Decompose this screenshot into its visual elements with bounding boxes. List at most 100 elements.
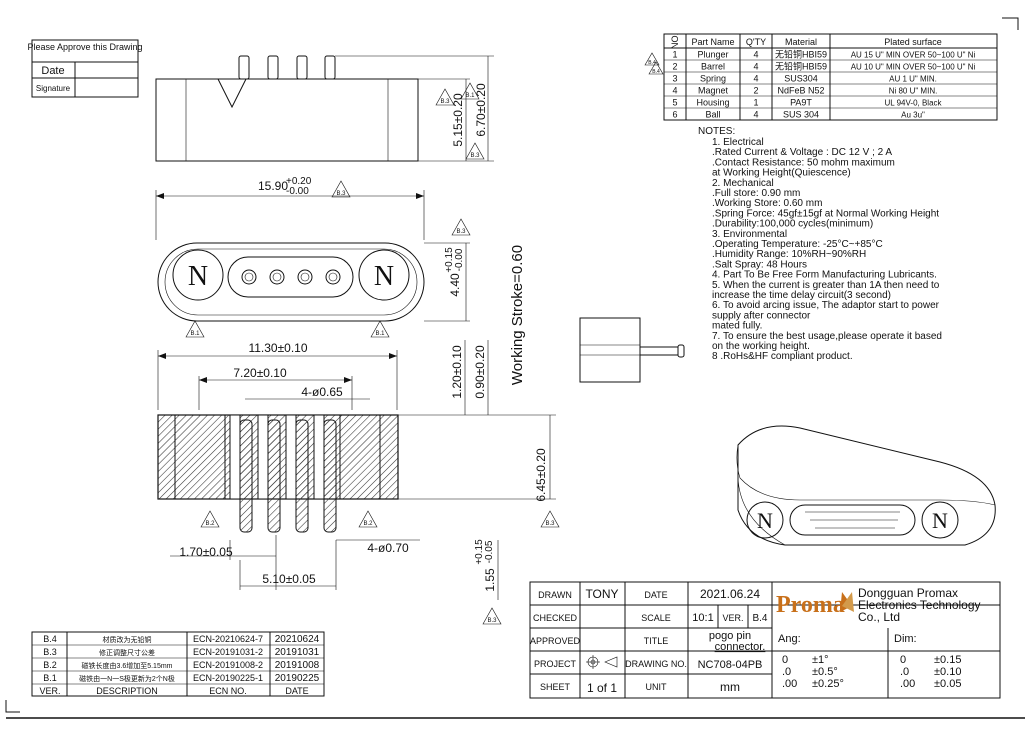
dim-4-phi-070: 4-ø0.70 — [367, 541, 409, 555]
front-view: N N 4.40 +0.15 -0.00 — [157, 242, 470, 322]
parts-rev-mark: B.4 — [644, 52, 660, 66]
parts-cell-plating: UL 94V-0, Black — [884, 99, 942, 108]
parts-cell-qty: 1 — [753, 98, 758, 108]
note-line: at Working Height(Quiescence) — [712, 168, 851, 179]
dim-1-55-main: 1.55 — [483, 568, 497, 592]
sheet-frame — [5, 17, 1025, 719]
dim-15-90-group: 15.90 +0.20 -0.00 — [155, 176, 425, 240]
parts-cell-material: PA9T — [790, 98, 812, 108]
dim-5-10: 5.10±0.05 — [262, 572, 316, 586]
company-line-3: Co., Ltd — [858, 610, 900, 624]
dim-1-55-upper: +0.15 — [474, 539, 485, 565]
scale-value: 10:1 — [692, 612, 713, 624]
notes-title: NOTES: — [698, 126, 735, 137]
dim-5-15: 5.15±0.20 — [451, 93, 465, 147]
rev-header-desc: DESCRIPTION — [96, 686, 158, 696]
iso-magnet-left: N — [757, 508, 773, 533]
note-line: mated fully. — [712, 321, 762, 332]
ver-label: VER. — [722, 613, 743, 623]
parts-cell-material: SUS 304 — [783, 110, 819, 120]
note-line: .Humidity Range: 10%RH~90%RH — [712, 249, 866, 260]
parts-cell-material: 无铅铜HBI59 — [775, 49, 827, 60]
svg-text:B.3: B.3 — [440, 99, 450, 105]
dim-1-70: 1.70±0.05 — [179, 545, 233, 559]
revision-tag: B.1 — [370, 320, 390, 338]
dim-6-70: 6.70±0.20 — [474, 83, 488, 137]
parts-cell-name: Spring — [700, 74, 726, 84]
parts-cell-name: Plunger — [697, 50, 728, 60]
revision-tag: B.1 — [460, 82, 480, 100]
svg-text:B.3: B.3 — [545, 521, 555, 527]
drawn-value: TONY — [585, 587, 618, 601]
company-line-2: Electronics Technology — [858, 598, 981, 612]
rev-ecn: ECN-20191031-2 — [193, 647, 263, 657]
dim-tolerance-key: .0 — [900, 666, 909, 678]
checked-label: CHECKED — [533, 613, 578, 623]
drawing-no-value: NC708-04PB — [698, 659, 763, 671]
dim-tolerance-key: .00 — [900, 678, 915, 690]
svg-text:B.1: B.1 — [375, 331, 385, 337]
parts-cell-no: 5 — [672, 98, 677, 108]
note-line: 6. To avoid arcing issue, The adaptor st… — [712, 300, 940, 311]
parts-header-3: Material — [785, 37, 817, 47]
dim-4-40-lower: -0.00 — [454, 248, 465, 271]
parts-header-2: Q'TY — [746, 37, 766, 47]
revision-tag: B.2 — [200, 510, 220, 528]
revision-tag: B.3 — [435, 88, 455, 106]
note-line: 1. Electrical — [712, 137, 764, 148]
revision-tag: B.3 — [540, 510, 560, 528]
section-view: 11.30±0.10 7.20±0.10 4-ø0.65 6.45±0.20 1… — [157, 340, 556, 600]
dim-tolerance-value: ±0.10 — [934, 666, 961, 678]
rev-ver: B.1 — [43, 673, 57, 683]
note-line: 4. Part To Be Free Form Manufacturing Lu… — [712, 270, 937, 281]
dim-4-phi-065: 4-ø0.65 — [301, 385, 343, 399]
angle-tolerance-key: .0 — [782, 666, 791, 678]
rev-ecn: ECN-20191008-2 — [193, 660, 263, 670]
notes-block: NOTES: 1. Electrical .Rated Current & Vo… — [698, 126, 942, 362]
parts-cell-no: 4 — [672, 86, 677, 96]
approval-title: Please Approve this Drawing — [27, 42, 142, 52]
parts-cell-name: Housing — [696, 98, 729, 108]
revision-tag: B.2 — [358, 510, 378, 528]
company-line-1: Dongguan Promax — [858, 586, 958, 600]
title-label: TITLE — [644, 636, 669, 646]
dim-15-90-main: 15.90 — [258, 179, 288, 193]
parts-cell-plating: AU 15 U" MIN OVER 50~100 U" Ni — [851, 51, 976, 60]
isometric-view: N N — [736, 425, 996, 546]
parts-cell-qty: 4 — [753, 50, 758, 60]
angle-tolerance-key: 0 — [782, 654, 788, 666]
dim-4-40-main: 4.40 — [448, 273, 462, 297]
dim-tolerance-key: 0 — [900, 654, 906, 666]
unit-label: UNIT — [646, 682, 667, 692]
dim-tolerance-label: Dim: — [894, 633, 917, 645]
parts-cell-plating: AU 1 U" MIN. — [889, 75, 937, 84]
parts-rev-mark: B.4 — [648, 61, 664, 75]
revision-tag: B.3 — [465, 142, 485, 160]
svg-text:B.1: B.1 — [190, 331, 200, 337]
rev-ver: B.3 — [43, 647, 57, 657]
logo-mark-icon — [840, 592, 854, 612]
dim-tolerance-value: ±0.15 — [934, 654, 961, 666]
company-logo: Proma — [776, 592, 845, 618]
parts-cell-plating: AU 10 U" MIN OVER 50~100 U" Ni — [851, 63, 976, 72]
drawn-label: DRAWN — [538, 590, 572, 600]
rev-description: 磁铁长度由3.6增加至5.15mm — [81, 661, 172, 670]
revision-tag: B.3 — [331, 180, 351, 198]
note-line: .Salt Spray: 48 Hours — [712, 259, 807, 270]
projection-symbol-icon — [586, 655, 618, 669]
rev-ecn: ECN-20210624-7 — [193, 634, 263, 644]
note-line: 7. To ensure the best usage,please opera… — [712, 331, 942, 342]
parts-cell-no: 1 — [672, 50, 677, 60]
note-line: increase the time delay circuit(3 second… — [712, 290, 891, 301]
parts-header-0: NO. — [670, 33, 680, 49]
note-line: .Working Store: 0.60 mm — [712, 198, 822, 209]
svg-text:B.2: B.2 — [363, 521, 373, 527]
dim-7-20: 7.20±0.10 — [233, 366, 287, 380]
svg-text:B.3: B.3 — [456, 229, 466, 235]
angle-tolerance-value: ±0.5° — [812, 666, 838, 678]
title-line-2: connector. — [715, 641, 766, 653]
note-line: .Durability:100,000 cycles(minimum) — [712, 219, 873, 230]
note-line: .Contact Resistance: 50 mohm maximum — [712, 157, 895, 168]
